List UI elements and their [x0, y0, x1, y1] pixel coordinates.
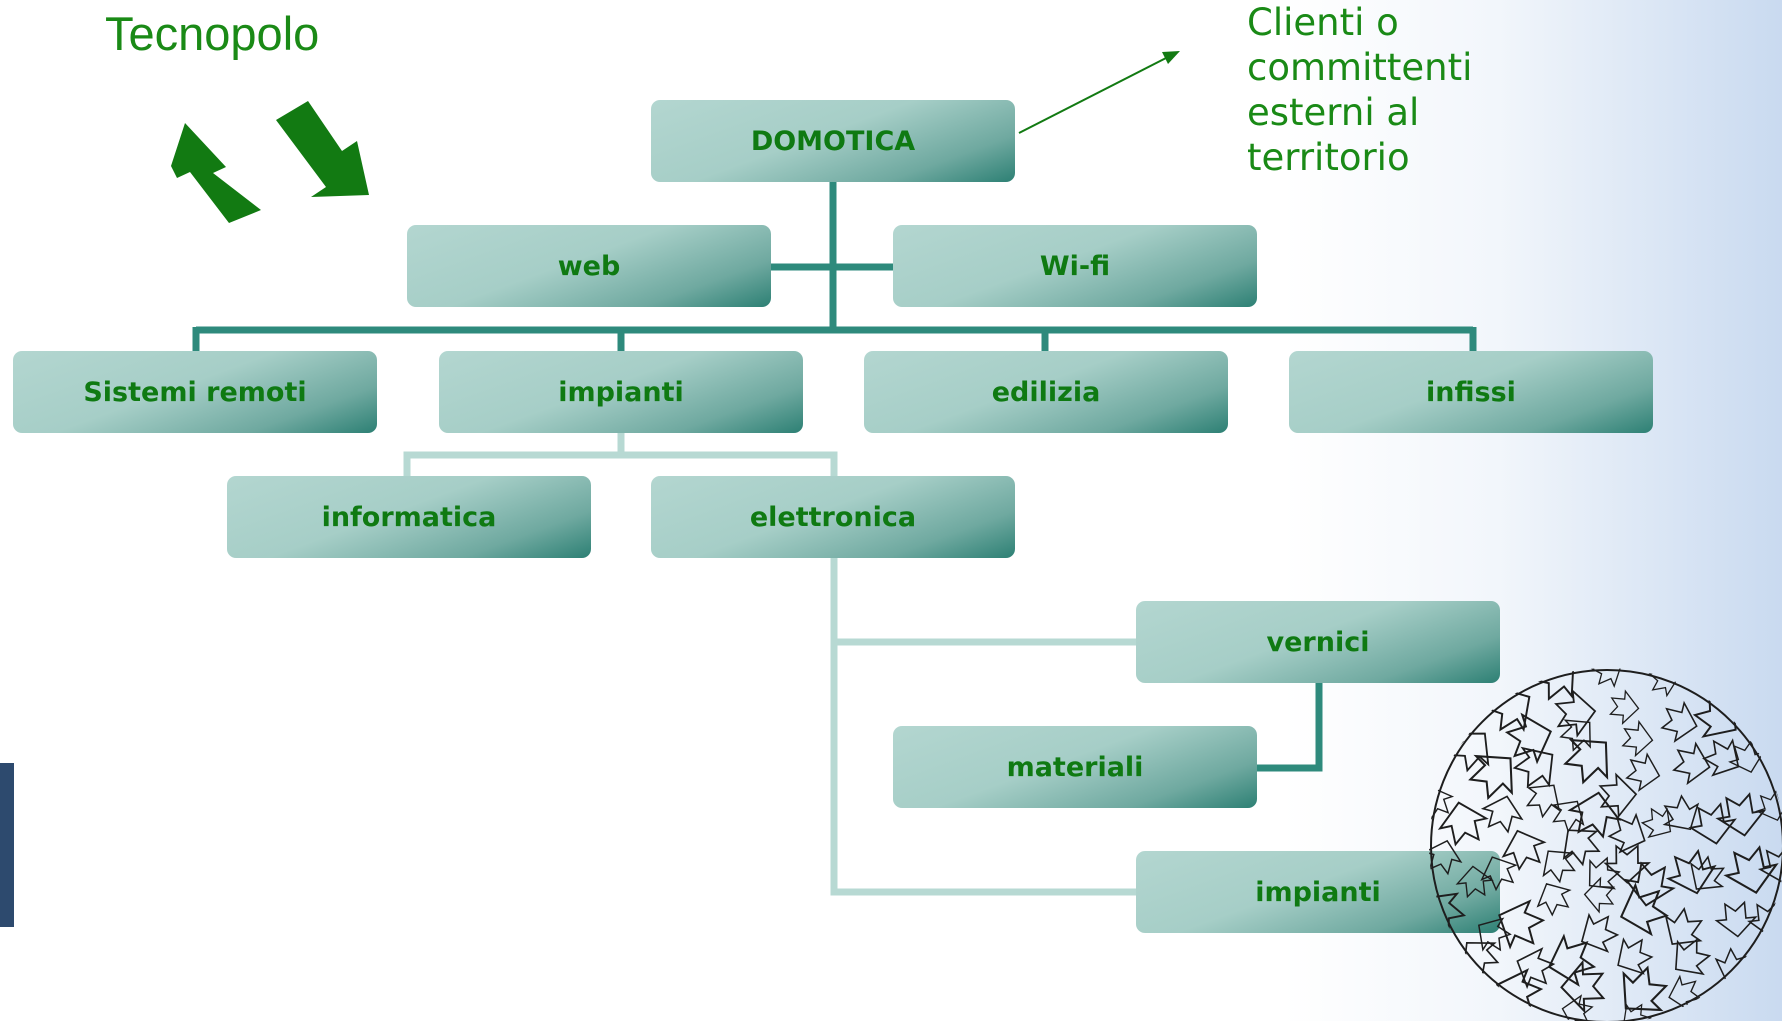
down-right-arrow-icon	[276, 101, 369, 197]
node-wifi: Wi-fi	[893, 225, 1257, 307]
node-impianti: impianti	[439, 351, 803, 433]
node-vernici: vernici	[1136, 601, 1500, 683]
exchange-arrows	[171, 101, 369, 223]
node-impianti-2: impianti	[1136, 851, 1500, 933]
external-note-line-1: Clienti o	[1247, 1, 1399, 44]
node-sistemi-remoti: Sistemi remoti	[13, 351, 377, 433]
elettronica-trunk	[830, 557, 1136, 896]
node-informatica: informatica	[227, 476, 591, 558]
node-domotica: DOMOTICA	[651, 100, 1015, 182]
node-web: web	[407, 225, 771, 307]
node-infissi: infissi	[1289, 351, 1653, 433]
up-left-arrow-icon	[171, 123, 261, 223]
node-edilizia: edilizia	[864, 351, 1228, 433]
vernici-materiali-link	[1256, 683, 1323, 772]
external-note-line-4: territorio	[1247, 136, 1410, 179]
clients-arrow-head	[1162, 51, 1180, 64]
page-title: Tecnopolo	[105, 7, 320, 60]
node-materiali: materiali	[893, 726, 1257, 808]
dark-connectors	[192, 181, 1477, 772]
external-clients-note: Clienti o committenti esterni al territo…	[1247, 0, 1472, 180]
impianti-children-bus	[403, 451, 838, 476]
side-tab-decoration	[0, 763, 14, 927]
external-note-line-2: committenti	[1247, 46, 1473, 89]
clients-arrow-line	[1018, 56, 1169, 134]
light-connectors	[403, 432, 1136, 896]
node-elettronica: elettronica	[651, 476, 1015, 558]
external-note-line-3: esterni al	[1247, 91, 1420, 134]
